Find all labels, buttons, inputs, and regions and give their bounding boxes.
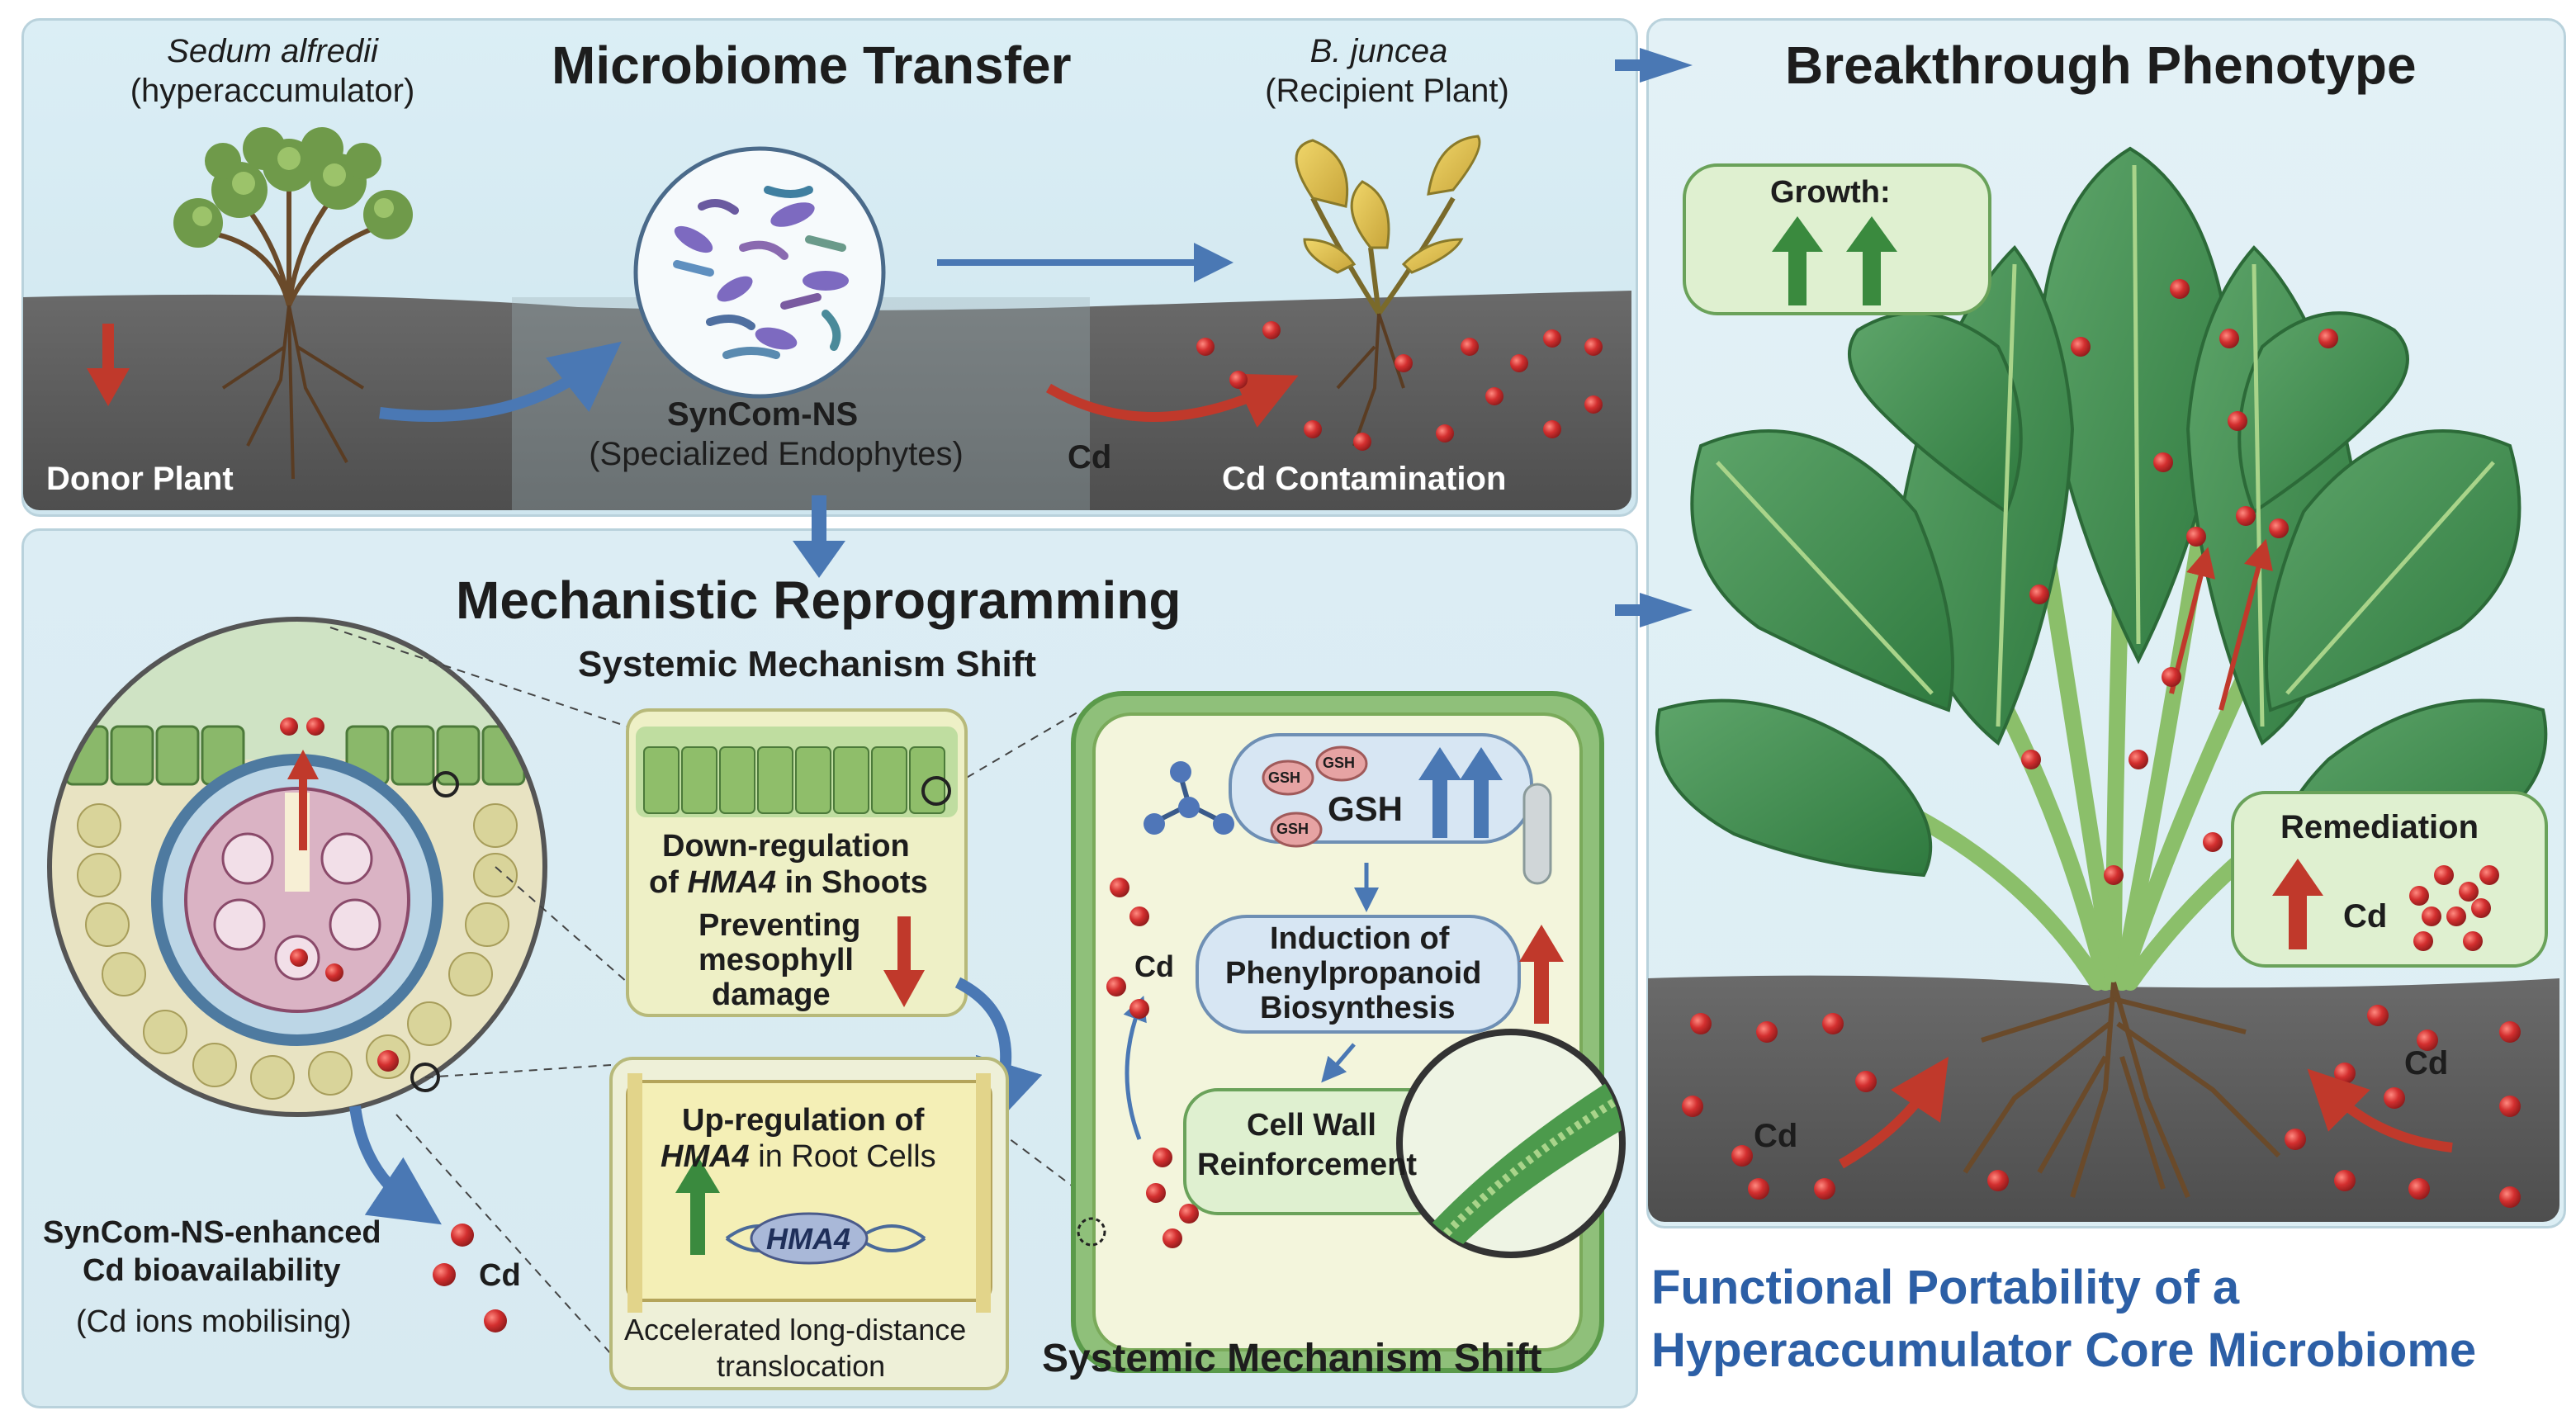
breakthrough-phenotype-title: Breakthrough Phenotype bbox=[1785, 36, 2417, 95]
conclusion-line1: Functional Portability of a bbox=[1651, 1261, 2240, 1314]
induction-line3: Biosynthesis bbox=[1260, 991, 1456, 1025]
growth-label: Growth: bbox=[1770, 175, 1891, 210]
root-box-caption-line1: Accelerated long-distance bbox=[624, 1313, 967, 1347]
cd-label-root: Cd bbox=[479, 1258, 521, 1293]
to-phenotype-arrow-top bbox=[1615, 48, 1693, 83]
juncea-recipient-plant bbox=[1295, 135, 1481, 447]
cd-label-cell: Cd bbox=[1134, 949, 1174, 983]
donor-species-label: Sedum alfredii bbox=[167, 33, 378, 69]
to-phenotype-arrow-mid bbox=[1615, 593, 1693, 627]
induction-line2: Phenylpropanoid bbox=[1225, 956, 1482, 991]
gsh-label: GSH bbox=[1328, 789, 1404, 828]
shoot-box-line4: mesophyll bbox=[698, 943, 854, 977]
remediation-box bbox=[2231, 791, 2548, 968]
donor-down-arrow bbox=[87, 324, 130, 406]
shoot-box-line5: damage bbox=[712, 977, 831, 1012]
shoot-box-line2: of HMA4 in Shoots bbox=[649, 865, 928, 900]
root-cross-section bbox=[47, 617, 547, 1117]
mechanism-subtitle: Systemic Mechanism Shift bbox=[578, 644, 1037, 684]
cd-label-soil-left: Cd bbox=[1754, 1118, 1798, 1154]
root-box-caption-line2: translocation bbox=[717, 1349, 886, 1383]
syncom-label: SynCom-NS bbox=[667, 396, 859, 433]
recipient-role-label: (Recipient Plant) bbox=[1265, 73, 1509, 109]
root-caption-line3: (Cd ions mobilising) bbox=[76, 1304, 352, 1339]
microbiome-transfer-title: Microbiome Transfer bbox=[552, 36, 1072, 95]
juncea-healthy-plant bbox=[1655, 146, 2548, 1208]
root-caption-line2: Cd bioavailability bbox=[83, 1253, 341, 1288]
recipient-species-label: B. juncea bbox=[1309, 33, 1448, 69]
syncom-description: (Specialized Endophytes) bbox=[589, 436, 964, 472]
growth-box bbox=[1683, 163, 1991, 315]
root-caption-line1: SynCom-NS-enhanced bbox=[43, 1215, 381, 1250]
shoot-box-line1: Down-regulation bbox=[662, 829, 910, 864]
cd-dots-top bbox=[1196, 321, 1603, 451]
cd-label-top: Cd bbox=[1068, 439, 1112, 476]
cell-wall-line1: Cell Wall bbox=[1247, 1108, 1376, 1143]
hma4-gene-tag: HMA4 bbox=[766, 1222, 851, 1256]
transfer-arrow-1 bbox=[379, 341, 622, 422]
gsh-molecule-1: GSH bbox=[1268, 769, 1301, 786]
syncom-circle bbox=[633, 146, 886, 399]
gsh-molecule-3: GSH bbox=[1276, 821, 1309, 837]
gsh-molecule-2: GSH bbox=[1323, 755, 1356, 771]
conclusion-line2: Hyperaccumulator Core Microbiome bbox=[1651, 1323, 2477, 1377]
mechanism-footer: Systemic Mechanism Shift bbox=[1042, 1337, 1542, 1380]
root-box-line2: HMA4 in Root Cells bbox=[661, 1139, 936, 1174]
root-hma4-box bbox=[609, 1057, 1009, 1390]
bioavailability-arrow bbox=[349, 1105, 442, 1225]
cell-wall-line2: Reinforcement bbox=[1197, 1148, 1418, 1182]
cd-dots-caption bbox=[433, 1224, 507, 1332]
induction-line1: Induction of bbox=[1270, 921, 1450, 956]
root-box-line1: Up-regulation of bbox=[682, 1103, 925, 1138]
shoot-hma4-box bbox=[626, 708, 968, 1017]
to-mechanism-arrow bbox=[793, 495, 845, 578]
cd-uptake-arrow-top bbox=[1045, 373, 1299, 428]
mechanistic-reprogramming-title: Mechanistic Reprogramming bbox=[456, 570, 1181, 630]
top-soil-layer bbox=[23, 291, 1631, 510]
cd-contamination-label: Cd Contamination bbox=[1222, 461, 1507, 497]
plant-cell bbox=[1071, 691, 1626, 1373]
donor-plant-label: Donor Plant bbox=[46, 461, 234, 497]
shoot-box-line3: Preventing bbox=[698, 908, 861, 943]
sedum-donor-plant bbox=[173, 127, 413, 480]
cd-label-soil-right: Cd bbox=[2404, 1045, 2449, 1082]
remediation-cd-label: Cd bbox=[2343, 898, 2388, 935]
donor-role-label: (hyperaccumulator) bbox=[130, 73, 415, 109]
remediation-label: Remediation bbox=[2280, 809, 2479, 845]
